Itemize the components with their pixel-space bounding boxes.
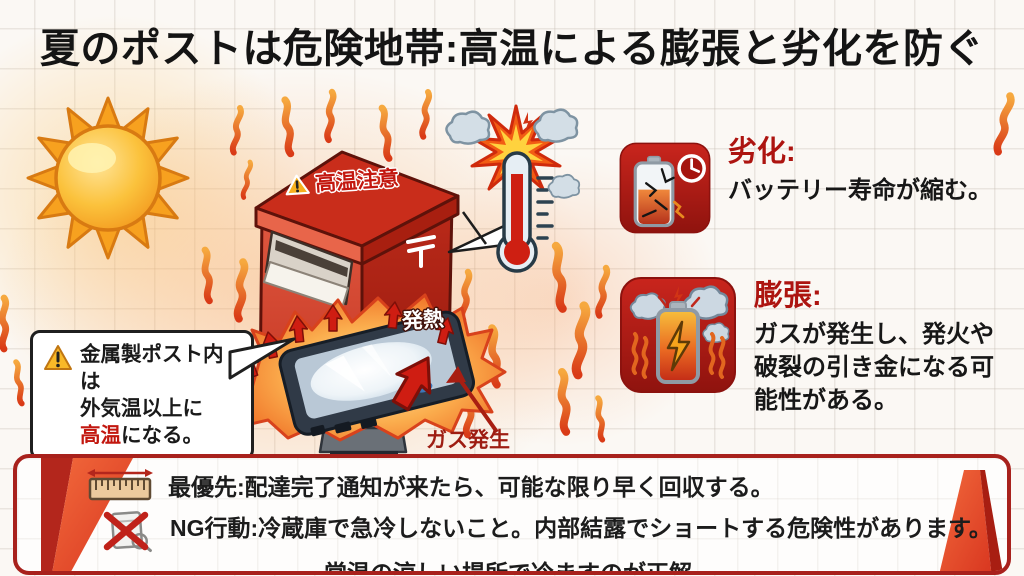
effect-text: 膨張: ガスが発生し、発火や破裂の引き金になる可能性がある。: [754, 272, 1012, 418]
priority-row: 最優先:配達完了通知が来たら、可能な限り早く回収する。: [17, 466, 1007, 504]
bubble-line-3: 高温になる。: [80, 422, 241, 449]
effect-body: ガスが発生し、発火や破裂の引き金になる可能性がある。: [754, 321, 994, 415]
ng-text: NG行動:冷蔵庫で急冷しないこと。内部結露でショートする危険性があります。: [170, 515, 992, 541]
speech-bubble-text: 金属製ポスト内は 外気温以上に 高温になる。: [80, 341, 241, 449]
bubble-line-1: 金属製ポスト内は: [80, 343, 224, 394]
pointer-line: [447, 211, 506, 254]
effect-label: 膨張:: [754, 280, 822, 312]
page-title: 夏のポストは危険地帯:高温による膨張と劣化を防ぐ: [39, 27, 985, 71]
ruler-icon: [87, 469, 153, 501]
action-panel: 最優先:配達完了通知が来たら、可能な限り早く回収する。 NG行動:冷蔵庫で急冷し…: [13, 454, 1011, 575]
bubble-line-2: 外気温以上に: [80, 397, 203, 421]
swelling-battery-gas-icon: [620, 277, 736, 393]
warning-triangle-icon: [44, 345, 72, 370]
effect-deterioration: 劣化: バッテリー寿命が縮む。: [618, 128, 1018, 248]
postbox-warning-text: 高温注意: [314, 167, 400, 196]
sun-icon: [26, 96, 190, 260]
battery-swelling-icon: [656, 301, 700, 384]
ng-text-2: 常温の涼しい場所で冷ますのが正解。: [324, 560, 715, 575]
cracked-battery-clock-icon: [619, 142, 711, 234]
ng-row: NG行動:冷蔵庫で急冷しないこと。内部結露でショートする危険性があります。: [17, 509, 1007, 553]
bubble-highlight: 高温: [80, 424, 121, 448]
clock-icon: [677, 154, 706, 183]
gas-generation-label: ガス発生: [426, 429, 510, 452]
speech-bubble-tail: [228, 337, 296, 380]
priority-text: 最優先:配達完了通知が来たら、可能な限り早く回収する。: [168, 474, 774, 500]
thermometer-icon: [496, 151, 554, 273]
speech-bubble: 金属製ポスト内は 外気温以上に 高温になる。: [30, 330, 254, 461]
effect-body: バッテリー寿命が縮む。: [728, 177, 992, 205]
effects-list: 劣化: バッテリー寿命が縮む。: [618, 128, 1018, 418]
effect-label: 劣化:: [728, 136, 796, 168]
effect-text: 劣化: バッテリー寿命が縮む。: [728, 128, 1018, 207]
warning-triangle-icon: [285, 174, 310, 195]
effect-expansion: 膨張: ガスが発生し、発火や破裂の引き金になる可能性がある。: [618, 272, 1018, 418]
no-action-icon: [103, 511, 152, 552]
action-panel-rows: 最優先:配達完了通知が来たら、可能な限り早く回収する。 NG行動:冷蔵庫で急冷し…: [17, 458, 1007, 575]
bubble-line-3-rest: になる。: [121, 424, 203, 448]
heat-generation-label: 発熱: [401, 307, 445, 334]
